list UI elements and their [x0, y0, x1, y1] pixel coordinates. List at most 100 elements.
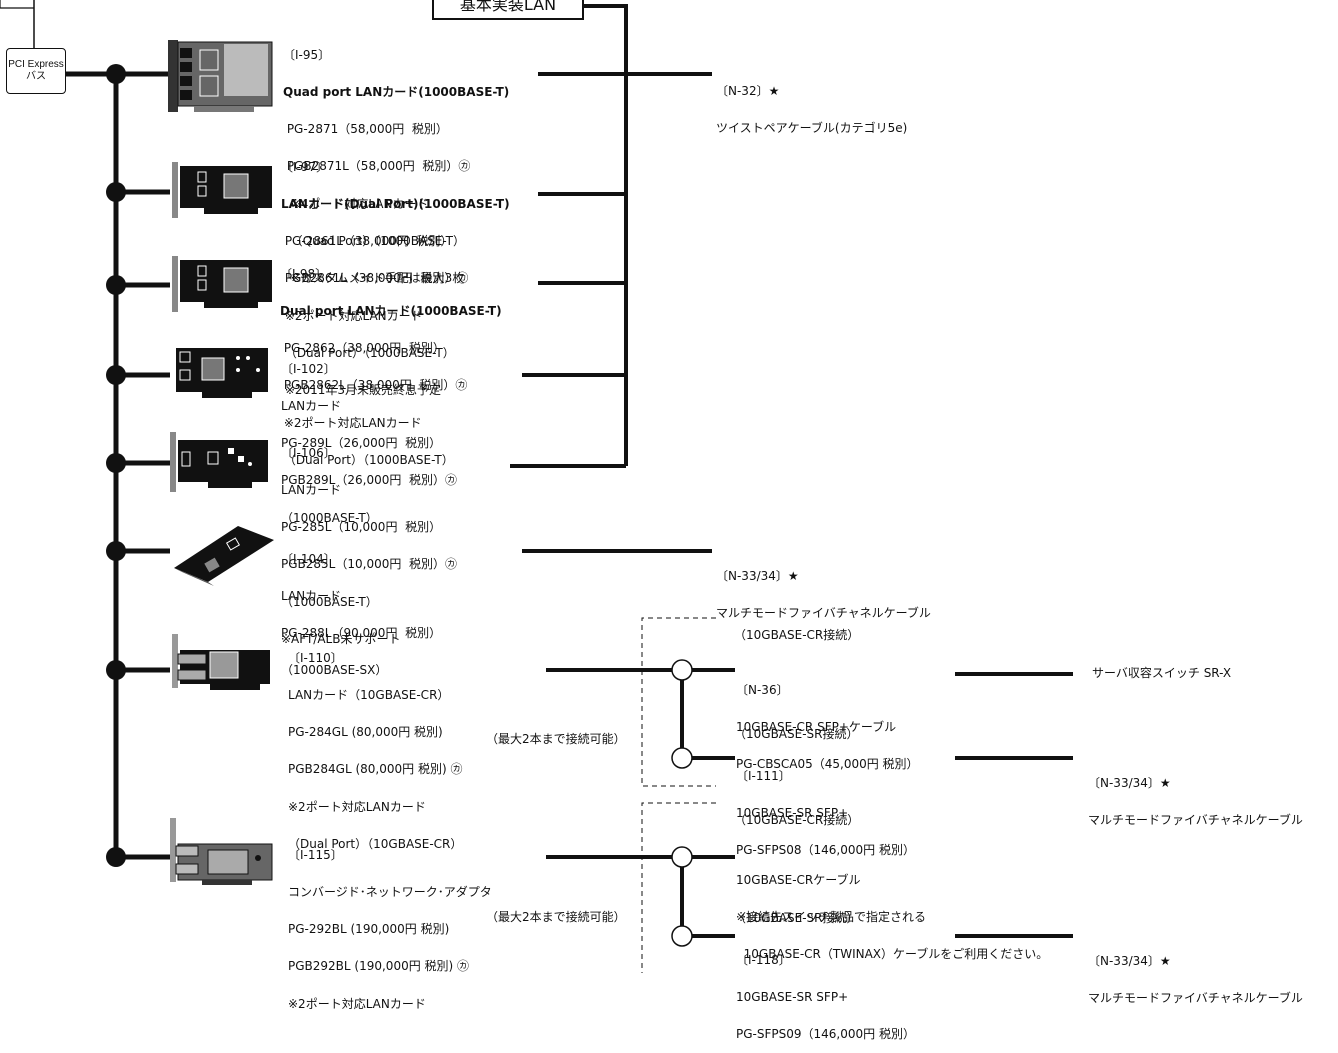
converged-network-adapter-icon: [170, 818, 273, 885]
card-line: PGB285L（10,000円 税別）㋕: [281, 557, 457, 572]
base-lan-box: 基本実装LAN: [432, 0, 584, 20]
card-line: ※2ポート対応LANカード: [280, 415, 422, 430]
card-code: 〔I-106〕: [281, 445, 336, 460]
card-i104-spec: 〔I-104〕 LANカード PG-288L（90,000円 税別） （1000…: [281, 528, 441, 689]
card-code: 〔I-97〕: [281, 159, 329, 174]
spec-line: 10GBASE-CR（TWINAX）ケーブルをご利用ください。: [736, 947, 1049, 962]
card-i98-spec: 〔I-98〕 Dual port LANカード(1000BASE-T) PG-2…: [280, 243, 502, 479]
card-code: 〔I-115〕: [288, 847, 343, 862]
max-connection-note: （最大2本まで接続可能）: [486, 732, 626, 746]
card-line: PGB2862L（38,000円 税別）㋕: [280, 378, 468, 393]
quad-port-lan-card-icon: [168, 40, 273, 112]
card-line: （1000BASE-T）: [281, 510, 378, 525]
card-i97-spec: 〔I-97〕 LANカード(Dual Port)(1000BASE-T) PG-…: [281, 136, 510, 409]
card-title: LANカード: [281, 483, 342, 498]
cr-connection-header: （10GBASE-CR接続）: [734, 628, 860, 642]
cable-code: 〔N-32〕★: [716, 83, 780, 98]
lan-card-icon: [170, 432, 268, 492]
card-title: LANカード(Dual Port)(1000BASE-T): [281, 197, 510, 212]
card-line: PG-284GL (80,000円 税別): [288, 725, 443, 740]
card-line: （Dual Port）（1000BASE-T）: [281, 345, 455, 360]
cr-connection-header: （10GBASE-CR接続）: [734, 813, 860, 827]
card-line: ※2ポート対応LANカード: [288, 996, 426, 1011]
card-line: ※2ポート対応LANカード: [281, 308, 423, 323]
connection-diagram: [0, 0, 1073, 973]
card-title: コンバージド･ネットワーク･アダプタ: [288, 885, 492, 900]
cable-n33-label: 〔N-33/34〕★ マルチモードファイバチャネルケーブル: [1088, 752, 1303, 839]
card-code: 〔I-104〕: [281, 551, 336, 566]
sr-connection-header: （10GBASE-SR接続）: [734, 727, 859, 741]
card-line: PG-2862（38,000円 税別）: [280, 341, 445, 356]
spec-line: 〔I-118〕: [736, 952, 791, 967]
cr-cable-spec: 10GBASE-CRケーブル ※接続先スイッチ製品で指定される 10GBASE-…: [736, 849, 1048, 973]
card-code: 〔I-110〕: [288, 650, 343, 665]
lan-card-icon: [176, 348, 268, 398]
cr-cable-spec: 〔N-36〕 10GBASE-CR SFP+ケーブル PG-CBSCA05（45…: [736, 659, 919, 783]
bus-label-line1: PCI Express: [8, 59, 64, 70]
card-code: 〔I-102〕: [281, 361, 336, 376]
card-title: LANカード: [281, 589, 342, 604]
card-line: PGB289L（26,000円 税別）㋕: [281, 473, 457, 488]
card-line: PG-2861L（38,000円 税別）: [281, 234, 453, 249]
card-line: PG-289L（26,000円 税別）: [281, 436, 442, 451]
cable-name: マルチモードファイバチャネルケーブル: [716, 606, 931, 621]
cable-n33-label: 〔N-33/34〕★ マルチモードファイバチャネルケーブル: [1088, 930, 1303, 1017]
spec-line: PG-SFPS09（146,000円 税別）: [736, 1027, 915, 1042]
cable-code: 〔N-33/34〕★: [1088, 775, 1171, 790]
card-title: LANカード: [281, 399, 342, 414]
spec-line: ※接続先スイッチ製品で指定される: [736, 910, 927, 925]
cable-code: 〔N-33/34〕★: [716, 568, 799, 583]
spec-line: PG-CBSCA05（45,000円 税別）: [736, 757, 919, 772]
card-title: Quad port LANカード(1000BASE-T): [283, 85, 510, 100]
cable-name: マルチモードファイバチャネルケーブル: [1088, 813, 1303, 828]
cable-code: 〔N-33/34〕★: [1088, 953, 1171, 968]
card-i115-spec: 〔I-115〕 コンバージド･ネットワーク･アダプタ PG-292BL (190…: [288, 824, 492, 1023]
card-line: ※カスタムメイド手配は最大3枚: [283, 271, 465, 286]
switch-label: サーバ収容スイッチ SR-X: [1092, 666, 1232, 680]
card-title: LANカード（10GBASE-CR）: [288, 688, 450, 703]
spec-line: 10GBASE-SR SFP+: [736, 806, 849, 821]
pci-express-bus-box: PCI Express バス: [6, 48, 66, 94]
cable-name: マルチモードファイバチャネルケーブル: [1088, 991, 1303, 1006]
card-line: （1000BASE-SX）: [281, 663, 388, 678]
card-line: （Dual Port）（1000BASE-T）: [280, 452, 454, 467]
spec-line: 10GBASE-SR SFP+: [736, 990, 849, 1005]
cable-name: ツイストペアケーブル(カテゴリ5e): [716, 121, 908, 136]
card-code: 〔I-98〕: [280, 266, 328, 281]
sr-connection-header: （10GBASE-SR接続）: [734, 911, 859, 925]
card-line: PGB284GL (80,000円 税別) ㋕: [288, 762, 463, 777]
card-line: ※4ポート対応LANカード: [283, 196, 429, 211]
card-line: PGB2871L（58,000円 税別）㋕: [283, 159, 471, 174]
card-line: ※2ポート対応LANカード: [288, 799, 426, 814]
cable-n33-label: 〔N-33/34〕★ マルチモードファイバチャネルケーブル: [716, 545, 931, 632]
card-line: ※2011年3月末販売終息予定: [281, 383, 442, 398]
card-title: Dual port LANカード(1000BASE-T): [280, 304, 502, 319]
spec-line: PG-SFPS08（146,000円 税別）: [736, 843, 915, 858]
card-i102-spec: 〔I-102〕 LANカード PG-289L（26,000円 税別） PGB28…: [281, 338, 457, 537]
card-line: PG-292BL (190,000円 税別): [288, 922, 450, 937]
fiber-lan-card-icon: [174, 526, 274, 586]
dual-port-lan-card-icon: [172, 256, 272, 312]
max-connection-note: （最大2本まで接続可能）: [486, 910, 626, 924]
spec-line: 〔N-36〕: [736, 682, 789, 697]
card-line: ※AFT/ALB未サポート: [281, 631, 401, 646]
card-line: （Dual Port）（10GBASE-CR）: [288, 836, 463, 851]
card-i106-spec: 〔I-106〕 LANカード PG-285L（10,000円 税別） PGB28…: [281, 422, 457, 658]
card-code: 〔I-95〕: [283, 47, 331, 62]
dual-port-lan-card-icon: [172, 162, 272, 218]
card-line: （Quad Port）（1000BASE-T）: [283, 233, 465, 248]
card-line: PGB292BL (190,000円 税別) ㋕: [288, 959, 470, 974]
spec-line: 10GBASE-CRケーブル: [736, 872, 861, 887]
sr-module-spec: 〔I-118〕 10GBASE-SR SFP+ PG-SFPS09（146,00…: [736, 929, 915, 1053]
card-line: PG-288L（90,000円 税別）: [281, 626, 442, 641]
sr-module-spec: 〔I-111〕 10GBASE-SR SFP+ PG-SFPS08（146,00…: [736, 745, 915, 869]
spec-line: 〔I-111〕: [736, 768, 791, 783]
card-line: （1000BASE-T）: [281, 594, 378, 609]
spec-line: 10GBASE-CR SFP+ケーブル: [736, 720, 897, 735]
card-i110-spec: 〔I-110〕 LANカード（10GBASE-CR） PG-284GL (80,…: [288, 627, 462, 863]
10g-lan-card-icon: [172, 634, 270, 690]
card-line: PG-285L（10,000円 税別）: [281, 520, 442, 535]
card-i95-spec: 〔I-95〕 Quad port LANカード(1000BASE-T) PG-2…: [283, 24, 509, 297]
card-line: PGB2861L（38,000円 税別）㋕: [281, 271, 469, 286]
cable-n32-label: 〔N-32〕★ ツイストペアケーブル(カテゴリ5e): [716, 60, 907, 147]
